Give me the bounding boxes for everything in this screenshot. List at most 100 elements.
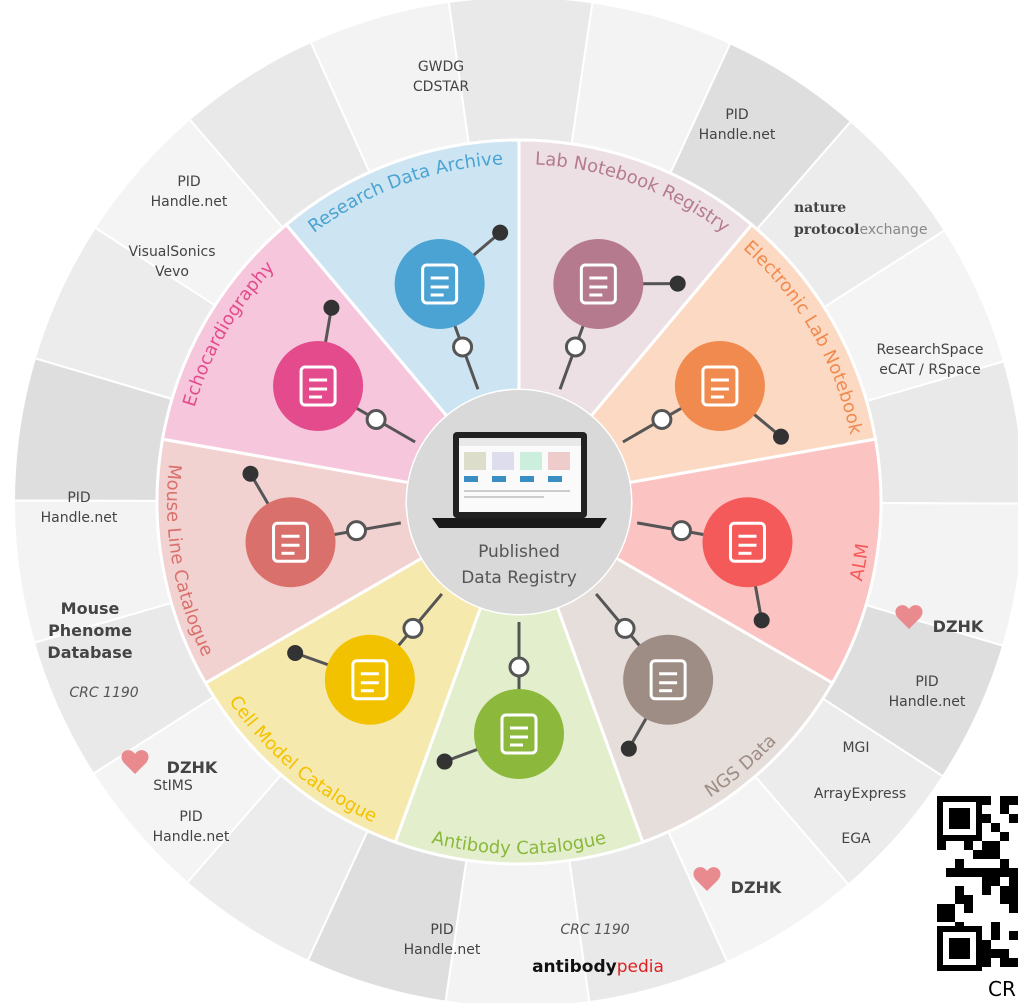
qr-module [973, 850, 982, 859]
connector-node [670, 520, 692, 542]
center-title-line2: Data Registry [461, 568, 577, 588]
qr-module [982, 850, 991, 859]
branch-dot [242, 465, 259, 482]
crc-label-bottom: CRC 1190 [560, 922, 629, 938]
handle-label-top-right: Handle.net [699, 127, 776, 143]
qr-module [1009, 904, 1018, 913]
nature-label: nature [794, 200, 846, 216]
qr-module [982, 949, 991, 958]
qr-module [946, 868, 955, 877]
cell-icon [324, 634, 415, 725]
qr-finder-core [949, 938, 970, 959]
connector-node [564, 336, 586, 358]
dzhk-label-right: DZHK [933, 617, 984, 636]
qr-module [982, 868, 991, 877]
outer-ring-wedge [447, 0, 594, 147]
qr-module [991, 931, 1000, 940]
qr-module [982, 886, 991, 895]
dzhk-label-left: DZHK [167, 758, 218, 777]
folder-icon [394, 238, 485, 329]
microscope-icon [702, 497, 793, 588]
branch-dot [620, 740, 637, 757]
qr-module [982, 814, 991, 823]
handle-label-bottom-left: Handle.net [153, 829, 230, 845]
folder-icon-glyph [421, 263, 459, 305]
qr-module [1000, 886, 1009, 895]
qr-module [982, 796, 991, 805]
qr-module [937, 904, 946, 913]
center-title-line1: Published [478, 542, 560, 562]
qr-module [973, 868, 982, 877]
cell-icon-glyph [351, 659, 389, 701]
qr-module [1009, 796, 1018, 805]
dzhk-logo-left: DZHK [121, 750, 218, 777]
qr-module [1000, 868, 1009, 877]
qr-module [982, 877, 991, 886]
pid-label-bottom: PID [430, 922, 453, 938]
qr-module [991, 850, 1000, 859]
qr-module [1000, 958, 1009, 967]
cdstar-label: CDSTAR [413, 79, 469, 95]
qr-module [937, 913, 946, 922]
dzhk-logo-bottom: DZHK [693, 867, 782, 897]
qr-code [937, 795, 1018, 971]
mouse-icon-glyph [272, 521, 310, 563]
qr-module [991, 841, 1000, 850]
qr-module [955, 868, 964, 877]
researchspace-label: ResearchSpace [877, 342, 984, 358]
center-hub: Published Data Registry [407, 390, 631, 614]
qr-module [1000, 796, 1009, 805]
qr-module [1009, 868, 1018, 877]
dna-icon [623, 634, 714, 725]
connector-node [508, 656, 530, 678]
qr-module [955, 895, 964, 904]
qr-module [964, 841, 973, 850]
connector-node [452, 336, 474, 358]
pid-label-top-right: PID [725, 107, 748, 123]
qr-module [1000, 832, 1009, 841]
pid-label-top-left: PID [177, 174, 200, 190]
mouse-icon [245, 497, 336, 588]
qr-module [946, 913, 955, 922]
dna-icon-glyph [649, 659, 687, 701]
qr-module [1009, 895, 1018, 904]
qr-module [1009, 931, 1018, 940]
qr-caption: CR [988, 977, 1016, 1001]
qr-module [955, 886, 964, 895]
qr-module [1000, 859, 1009, 868]
gwdg-label: GWDG [418, 59, 464, 75]
branch-dot [772, 428, 789, 445]
pid-label-left: PID [67, 490, 90, 506]
handle-label-top-left: Handle.net [151, 194, 228, 210]
qr-module [991, 949, 1000, 958]
qr-module [982, 841, 991, 850]
heart-icon [273, 341, 364, 431]
notebook-pages-icon-glyph [579, 263, 617, 305]
protocolexchange-label: protocolexchange [794, 222, 927, 238]
ecat-rspace-label: eCAT / RSpace [879, 362, 980, 378]
notebook-pages-icon [553, 238, 644, 329]
connector-node [651, 409, 673, 430]
crc-label-left: CRC 1190 [69, 685, 138, 701]
qr-module [982, 940, 991, 949]
ega-label: EGA [841, 831, 871, 847]
branch-dot [436, 753, 453, 770]
external-labels: GWDG CDSTAR PID Handle.net nature protoc… [41, 59, 984, 977]
antibody-icon-glyph [500, 713, 538, 755]
qr-module [955, 859, 964, 868]
qr-module [991, 922, 1000, 931]
dzhk-label-bottom: DZHK [731, 878, 782, 897]
notebook-chart-icon [674, 341, 765, 431]
connector-node [614, 617, 636, 639]
qr-module [1000, 949, 1009, 958]
qr-module [1000, 805, 1009, 814]
connector-node [365, 409, 387, 430]
pid-label-right: PID [915, 674, 938, 690]
qr-module [1009, 814, 1018, 823]
handle-label-left: Handle.net [41, 510, 118, 526]
qr-module [1009, 886, 1018, 895]
qr-module [964, 904, 973, 913]
qr-module [991, 868, 1000, 877]
laptop-icon [432, 432, 607, 528]
